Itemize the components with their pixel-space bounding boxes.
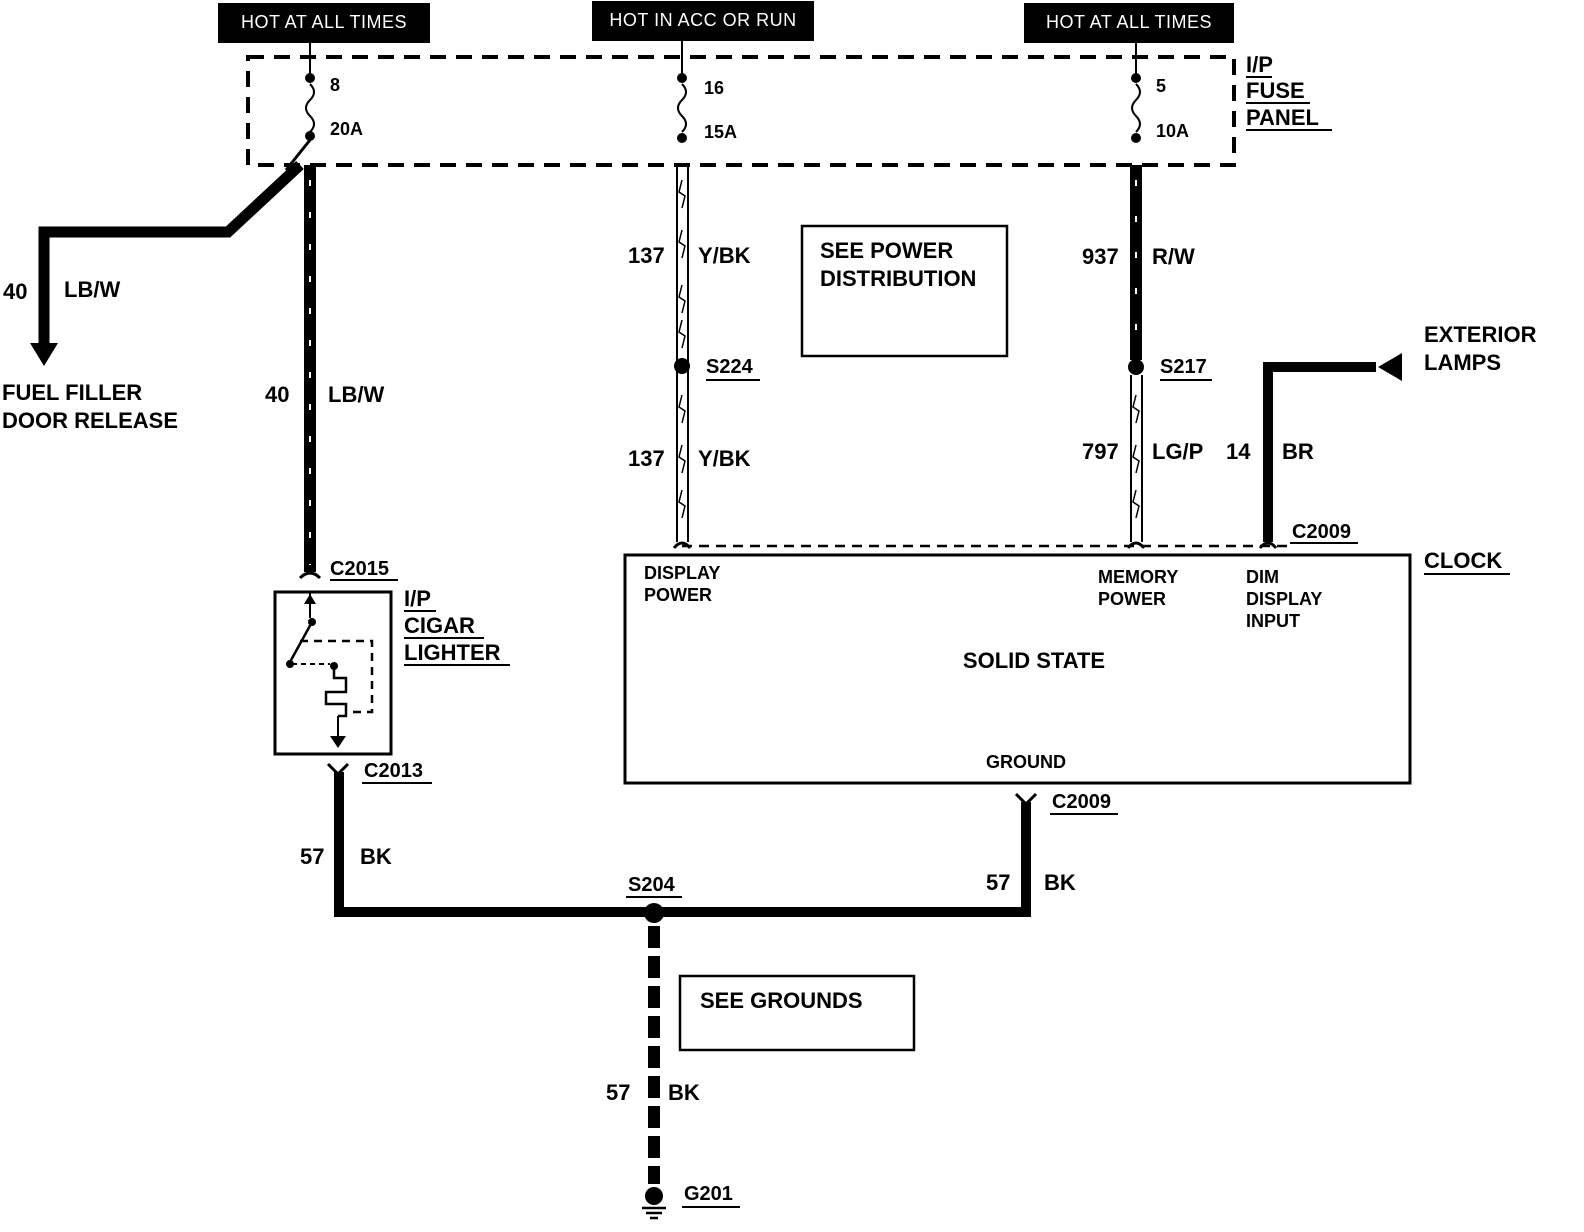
cigar-lighter-label-2: CIGAR: [404, 613, 475, 638]
splice-s224-dot: [674, 358, 690, 374]
wire-40-top-color: LB/W: [64, 277, 120, 302]
wire-57-right: [654, 802, 1031, 917]
fuel-filler-arrow: [30, 343, 58, 366]
wire-40-top-circuit: 40: [3, 279, 27, 304]
see-grounds-text: SEE GROUNDS: [700, 988, 863, 1013]
wire-137-bottom-color: Y/BK: [698, 446, 751, 471]
ground-symbol-icon: [642, 1187, 666, 1220]
see-power-distribution-box: [800, 224, 1009, 358]
fuse-5-rating: 10A: [1156, 121, 1189, 141]
fuel-filler-label-2: DOOR RELEASE: [2, 408, 178, 433]
wire-57-right-circuit: 57: [986, 870, 1010, 895]
splice-s224: S224: [706, 356, 754, 378]
connector-c2009-top: C2009: [1292, 521, 1351, 543]
clock-box: [623, 553, 1412, 785]
header-right: HOT AT ALL TIMES: [1024, 3, 1234, 43]
exterior-lamps-label-2: LAMPS: [1424, 350, 1501, 375]
clock-ground-label: GROUND: [986, 752, 1066, 772]
wire-797-color: LG/P: [1152, 439, 1203, 464]
cigar-lighter-label-1: I/P: [404, 586, 431, 611]
header-middle: HOT IN ACC OR RUN: [592, 1, 814, 41]
fuse-16: 16 15A: [677, 41, 737, 143]
cigar-lighter-label-3: LIGHTER: [404, 640, 501, 665]
fuse-panel-label-2: FUSE: [1246, 78, 1305, 103]
wire-797: [1130, 375, 1143, 542]
connector-c2009-bottom: C2009: [1052, 791, 1111, 813]
wire-14: [1263, 362, 1362, 542]
fuse-panel-box: [246, 55, 1236, 167]
fuse-5: 5 10A: [1131, 43, 1189, 143]
splice-s217-dot: [1128, 359, 1144, 375]
splice-s204: S204: [628, 874, 676, 896]
wire-937-circuit: 937: [1082, 244, 1119, 269]
fuse-16-rating: 15A: [704, 122, 737, 142]
see-power-line-2: DISTRIBUTION: [820, 266, 976, 291]
clock-memory-power-2: POWER: [1098, 589, 1166, 609]
splice-s204-dot: [644, 903, 664, 923]
wire-57-bottom-color: BK: [668, 1080, 700, 1105]
clock-type: SOLID STATE: [963, 648, 1105, 673]
clock-memory-power-1: MEMORY: [1098, 567, 1178, 587]
wire-137-bottom-circuit: 137: [628, 446, 665, 471]
clock-dim-3: INPUT: [1246, 611, 1300, 631]
fuse-8-number: 8: [330, 75, 340, 95]
wire-40-fuel-filler: [38, 160, 304, 345]
header-middle-text: HOT IN ACC OR RUN: [609, 10, 796, 30]
header-right-text: HOT AT ALL TIMES: [1046, 12, 1212, 32]
wire-137: [676, 165, 689, 542]
wire-57-left: [334, 772, 654, 917]
wire-40-main-circuit: 40: [265, 382, 289, 407]
wire-57-left-circuit: 57: [300, 844, 324, 869]
connector-c2015: C2015: [330, 558, 389, 580]
header-left: HOT AT ALL TIMES: [218, 3, 430, 43]
fuse-panel-label-3: PANEL: [1246, 105, 1319, 130]
wire-797-circuit: 797: [1082, 439, 1119, 464]
see-power-line-1: SEE POWER: [820, 238, 953, 263]
splice-s217: S217: [1160, 356, 1207, 378]
cigar-lighter: [273, 590, 393, 756]
clock-display-power-1: DISPLAY: [644, 563, 720, 583]
ground-g201: G201: [684, 1183, 733, 1205]
wire-137-top-circuit: 137: [628, 243, 665, 268]
wire-14-circuit: 14: [1226, 439, 1251, 464]
wire-57-bottom-circuit: 57: [606, 1080, 630, 1105]
fuel-filler-label-1: FUEL FILLER: [2, 380, 142, 405]
clock-dim-2: DISPLAY: [1246, 589, 1322, 609]
clock-label: CLOCK: [1424, 548, 1502, 573]
fuse-8: 8 20A: [305, 43, 363, 141]
wire-937-color: R/W: [1152, 244, 1195, 269]
see-grounds-box: [678, 974, 916, 1052]
wire-57-left-color: BK: [360, 844, 392, 869]
exterior-lamps-arrow: [1378, 353, 1402, 381]
header-left-text: HOT AT ALL TIMES: [241, 12, 407, 32]
connector-c2013: C2013: [364, 760, 423, 782]
wire-57-right-color: BK: [1044, 870, 1076, 895]
wire-137-top-color: Y/BK: [698, 243, 751, 268]
fuse-panel-label-1: I/P: [1246, 52, 1273, 77]
fuse-5-number: 5: [1156, 76, 1166, 96]
fuse-8-rating: 20A: [330, 119, 363, 139]
wire-40-main-color: LB/W: [328, 382, 384, 407]
clock-display-power-2: POWER: [644, 585, 712, 605]
clock-dim-1: DIM: [1246, 567, 1279, 587]
wire-14-color: BR: [1282, 439, 1314, 464]
fuse-16-number: 16: [704, 78, 724, 98]
exterior-lamps-label-1: EXTERIOR: [1424, 322, 1537, 347]
